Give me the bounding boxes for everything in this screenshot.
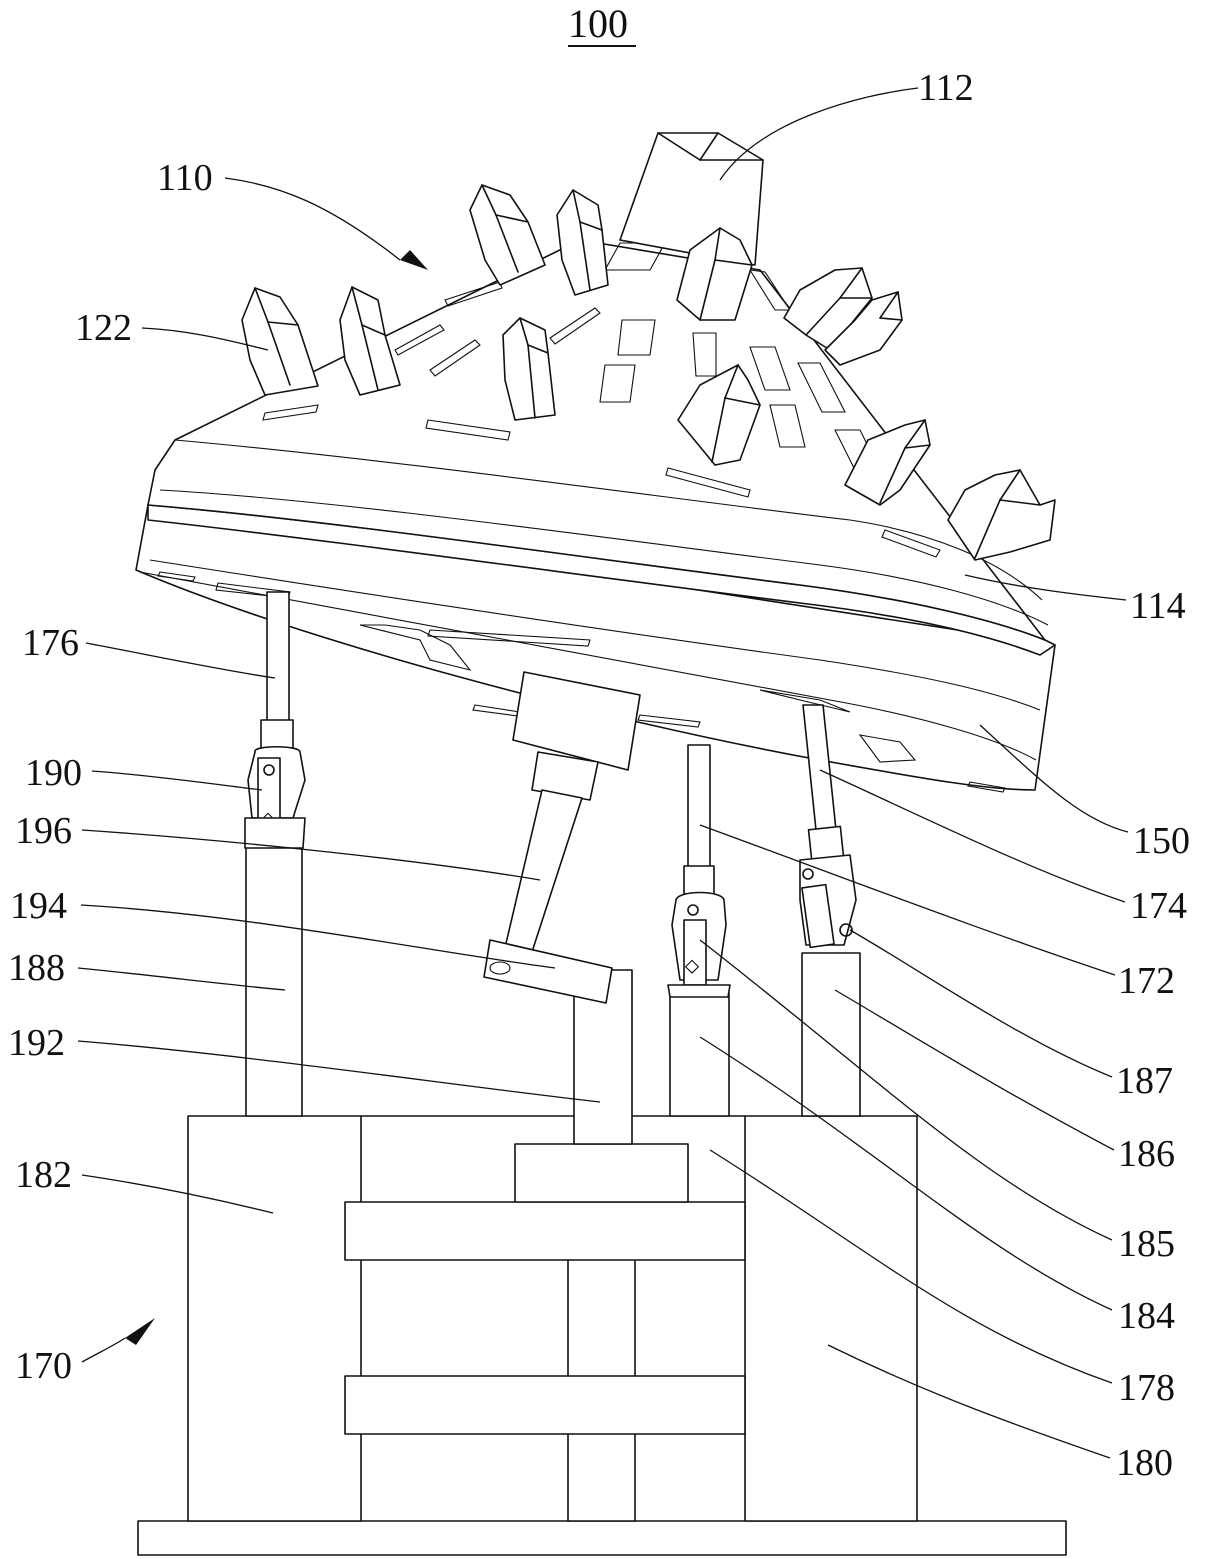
reference-numerals: 110 112 122 114 176 190 196 194 188 192 … [8,67,1190,1484]
base-plate [137,1520,1067,1556]
underside-openings [157,571,1006,793]
rod-collar [260,719,294,749]
cutter-tooth [469,184,546,286]
upper-crossbar [344,1201,746,1261]
upper-mount-block [512,671,641,771]
ref-110: 110 [157,157,213,199]
ref-182: 182 [15,1154,72,1196]
clevis [244,817,306,849]
figure-number: 100 [568,1,628,46]
ref-114: 114 [1130,585,1186,627]
ref-188: 188 [8,947,65,989]
lower-crossbar [344,1375,746,1435]
base-assembly [137,1115,1067,1556]
cutter-tooth [677,364,761,466]
cutter-tooth [241,287,319,396]
inclined-cylinder-196 [503,789,583,959]
ref-192: 192 [8,1022,65,1064]
cutter-tooth [502,317,556,421]
cylinder-186 [801,952,861,1117]
ref-170: 170 [15,1345,72,1387]
ref-196: 196 [15,810,72,852]
gauge-cutters [241,184,1056,561]
cutter-tooth [556,189,609,296]
ref-190: 190 [25,752,82,794]
ref-172: 172 [1118,960,1175,1002]
cutter-tooth [824,291,903,366]
ref-176: 176 [22,622,79,664]
cutter-tooth [676,227,753,321]
ref-174: 174 [1130,885,1187,927]
ref-180: 180 [1116,1442,1173,1484]
center-block [514,1143,689,1203]
actuator-cylinders [245,846,861,1145]
right-column [744,1115,918,1522]
cylinder-188 [245,846,303,1117]
ref-186: 186 [1118,1133,1175,1175]
cylinder-184 [669,992,730,1117]
support-rod-172 [687,744,711,871]
ref-112: 112 [918,67,974,109]
cylinder-cap [531,751,599,801]
scraper-slots [262,242,941,558]
support-rod-176 [266,591,290,723]
ref-178: 178 [1118,1367,1175,1409]
ref-122: 122 [75,307,132,349]
leader-lines [77,87,1129,1459]
ref-194: 194 [10,885,67,927]
linkages [244,591,857,1004]
cutter-tooth [339,286,401,396]
ref-184: 184 [1118,1295,1175,1337]
cutter-tooth [947,469,1056,561]
left-column [187,1115,362,1522]
cutter-tooth [844,419,931,506]
cutterhead-cone [147,239,1046,641]
ref-185: 185 [1118,1223,1175,1265]
ref-187: 187 [1116,1060,1173,1102]
ref-150: 150 [1133,820,1190,862]
cutter-head [135,132,1056,793]
cylinder-base-194 [483,939,613,1004]
